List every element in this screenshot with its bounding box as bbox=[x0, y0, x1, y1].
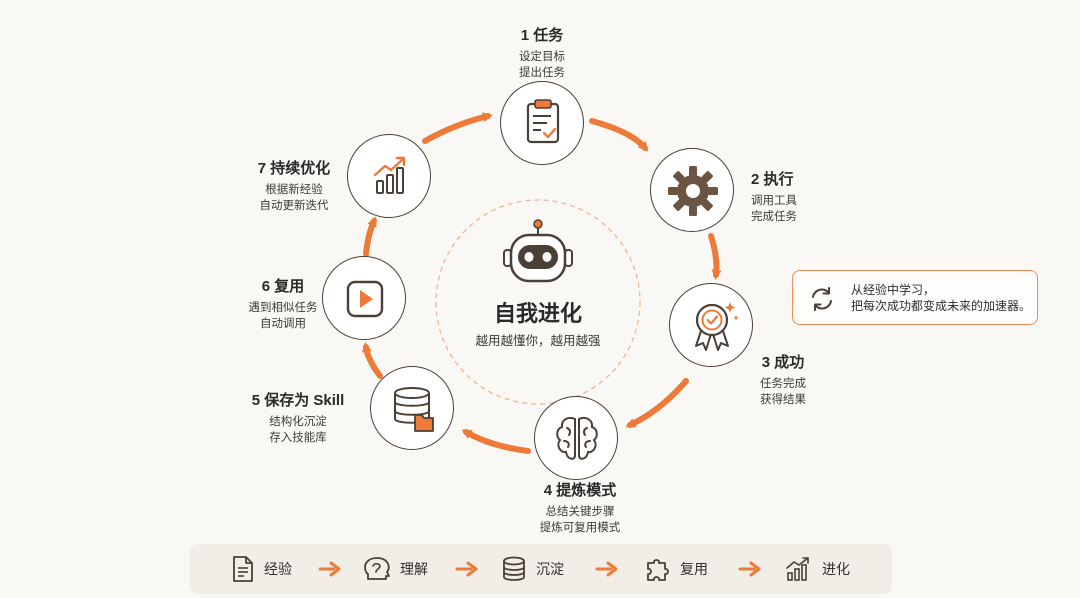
node-reuse bbox=[322, 256, 406, 340]
step-line: 自动调用 bbox=[260, 318, 306, 330]
label-step-6: 6 复用 遇到相似任务 自动调用 bbox=[249, 275, 318, 332]
puzzle-icon bbox=[647, 559, 669, 581]
step-title: 5 保存为 Skill bbox=[251, 392, 345, 409]
brain-icon bbox=[556, 417, 598, 460]
step-line: 自动更新迭代 bbox=[259, 200, 329, 212]
note-box: 从经验中学习， 把每次成功都变成未来的加速器。 bbox=[792, 270, 1038, 325]
step-title: 7 持续优化 bbox=[257, 160, 331, 177]
center-dashed-ring bbox=[435, 199, 641, 405]
label-step-2: 2 执行 调用工具 完成任务 bbox=[751, 168, 797, 225]
node-save-skill bbox=[370, 366, 454, 450]
step-line: 调用工具 bbox=[751, 195, 797, 207]
step-line: 提出任务 bbox=[519, 67, 565, 79]
label-step-5: 5 保存为 Skill 结构化沉淀 存入技能库 bbox=[252, 389, 345, 446]
flow-bar: 经验 理解 沉淀 bbox=[190, 544, 892, 594]
refresh-icon bbox=[812, 287, 832, 311]
center-subtitle: 越用越懂你，越用越强 bbox=[475, 334, 601, 348]
arrow-1-to-2 bbox=[589, 118, 649, 152]
database-folder-icon bbox=[394, 387, 434, 432]
arrow-2-to-3 bbox=[708, 233, 722, 280]
step-line: 任务完成 bbox=[760, 378, 806, 390]
note-line: 把每次成功都变成未来的加速器。 bbox=[851, 299, 1032, 313]
flow-step-evolve: 进化 bbox=[784, 544, 850, 594]
flow-step-experience: 经验 bbox=[230, 544, 292, 594]
node-optimize bbox=[347, 134, 431, 218]
arrow-right-icon bbox=[595, 561, 618, 577]
center-title: 自我进化 bbox=[493, 301, 583, 326]
flow-step-settle: 沉淀 bbox=[500, 544, 564, 594]
node-success bbox=[669, 283, 753, 367]
label-step-1: 1 任务 设定目标 提出任务 bbox=[519, 24, 565, 81]
step-title: 1 任务 bbox=[520, 27, 564, 44]
play-icon bbox=[346, 280, 384, 318]
step-line: 结构化沉淀 bbox=[269, 416, 327, 428]
arrow-5-to-6 bbox=[361, 342, 383, 379]
step-line: 设定目标 bbox=[519, 51, 565, 63]
arrow-right-icon bbox=[318, 561, 341, 577]
flow-step-understand: 理解 bbox=[362, 544, 428, 594]
arrow-3-to-4 bbox=[625, 378, 689, 428]
database-icon bbox=[503, 556, 525, 581]
step-line: 完成任务 bbox=[751, 211, 797, 223]
award-badge-icon bbox=[695, 302, 739, 351]
head-icon bbox=[364, 557, 390, 580]
flow-label: 复用 bbox=[680, 561, 708, 577]
arrow-right-icon bbox=[455, 561, 478, 577]
gear-icon bbox=[668, 166, 718, 216]
step-title: 6 复用 bbox=[261, 278, 305, 295]
flow-label: 进化 bbox=[822, 561, 850, 577]
step-line: 遇到相似任务 bbox=[248, 302, 318, 314]
step-title: 3 成功 bbox=[761, 354, 805, 371]
robot-icon bbox=[503, 219, 573, 283]
arrow-right-icon bbox=[738, 561, 761, 577]
node-task bbox=[500, 81, 584, 165]
growth-chart-icon bbox=[786, 557, 809, 581]
growth-chart-icon bbox=[373, 156, 406, 194]
step-title: 4 提炼模式 bbox=[543, 482, 617, 499]
step-line: 获得结果 bbox=[760, 394, 806, 406]
clipboard-icon bbox=[526, 99, 560, 144]
step-line: 存入技能库 bbox=[269, 432, 327, 444]
label-step-3: 3 成功 任务完成 获得结果 bbox=[760, 351, 806, 408]
note-line: 从经验中学习， bbox=[851, 283, 936, 297]
node-execute bbox=[650, 148, 734, 232]
flow-step-reuse: 复用 bbox=[644, 544, 708, 594]
label-step-7: 7 持续优化 根据新经验 自动更新迭代 bbox=[258, 157, 331, 214]
node-extract bbox=[534, 396, 618, 480]
step-line: 根据新经验 bbox=[265, 184, 323, 196]
arrow-6-to-7 bbox=[363, 216, 377, 257]
label-step-4: 4 提炼模式 总结关键步骤 提炼可复用模式 bbox=[540, 479, 621, 536]
document-icon bbox=[233, 556, 253, 582]
flow-label: 经验 bbox=[264, 561, 292, 577]
arrow-7-to-1 bbox=[422, 112, 493, 144]
flow-label: 理解 bbox=[400, 561, 428, 577]
flow-label: 沉淀 bbox=[536, 561, 564, 577]
step-line: 总结关键步骤 bbox=[545, 506, 615, 518]
note-text: 从经验中学习， 把每次成功都变成未来的加速器。 bbox=[851, 282, 1031, 314]
arrow-4-to-5 bbox=[461, 429, 531, 454]
step-title: 2 执行 bbox=[751, 171, 794, 188]
step-line: 提炼可复用模式 bbox=[539, 522, 621, 534]
